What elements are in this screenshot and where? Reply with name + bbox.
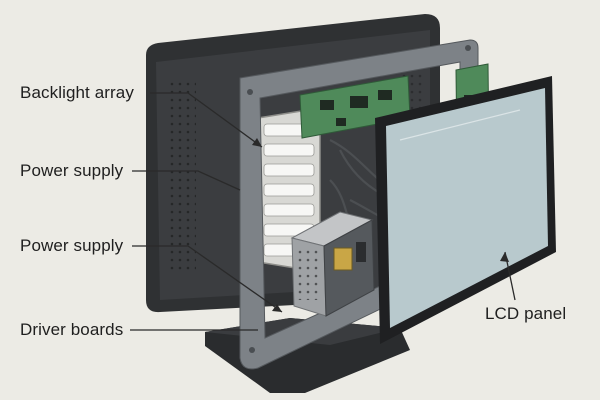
label-power-supply-upper: Power supply	[20, 161, 124, 180]
leader-lines	[130, 92, 516, 331]
leader-power-supply-upper	[132, 170, 241, 191]
leader-arrowheads	[252, 138, 509, 312]
leader-backlight-array	[150, 92, 263, 148]
label-power-supply-lower: Power supply	[20, 236, 124, 255]
leader-power-supply-lower	[132, 245, 283, 313]
power-supply-unit	[290, 211, 375, 317]
label-backlight-array: Backlight array	[20, 83, 134, 102]
lcd-panel	[375, 76, 556, 344]
label-driver-boards: Driver boards	[20, 320, 124, 339]
label-lcd-panel: LCD panel	[485, 304, 567, 323]
